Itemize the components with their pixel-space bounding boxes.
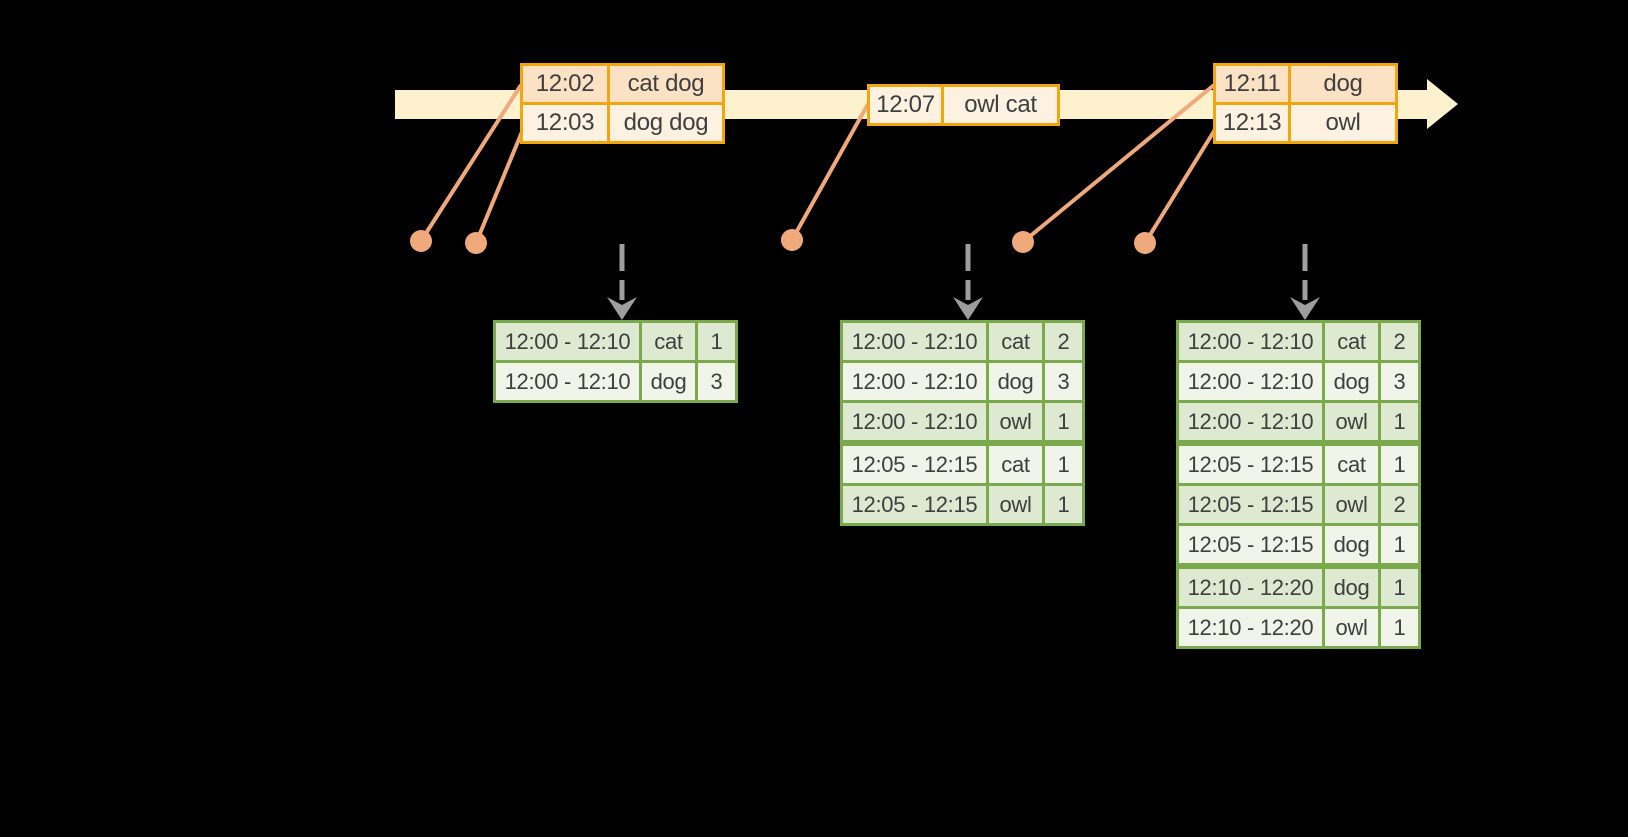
count-cell: 1 [1042, 440, 1085, 486]
event-words-cell: dog dog [607, 102, 725, 144]
result-row: 12:00 - 12:10 owl 1 [840, 400, 1085, 445]
window-cell: 12:05 - 12:15 [1176, 440, 1325, 486]
result-row: 12:10 - 12:20 dog 1 [1176, 563, 1421, 609]
window-cell: 12:00 - 12:10 [493, 360, 642, 403]
result-table-1: 12:00 - 12:10 cat 1 12:00 - 12:10 dog 3 [493, 320, 738, 403]
count-cell: 2 [1378, 483, 1421, 526]
result-row: 12:00 - 12:10 dog 3 [493, 360, 738, 403]
event-time-cell: 12:07 [867, 84, 944, 126]
window-cell: 12:05 - 12:15 [840, 483, 989, 526]
event-dot [465, 232, 487, 254]
result-row: 12:05 - 12:15 cat 1 [840, 440, 1085, 486]
result-row: 12:05 - 12:15 cat 1 [1176, 440, 1421, 486]
event-dots [410, 229, 1156, 254]
window-cell: 12:10 - 12:20 [1176, 606, 1325, 649]
word-cell: dog [1322, 523, 1381, 568]
result-row: 12:00 - 12:10 cat 2 [1176, 320, 1421, 363]
event-time-cell: 12:13 [1213, 102, 1291, 144]
word-cell: dog [986, 360, 1045, 403]
count-cell: 1 [1378, 563, 1421, 609]
timeline-arrowhead-icon [1427, 79, 1458, 129]
event-row: 12:03 dog dog [520, 102, 725, 144]
event-row: 12:13 owl [1213, 102, 1398, 144]
word-cell: dog [1322, 563, 1381, 609]
count-cell: 1 [1042, 483, 1085, 526]
event-words-cell: owl [1288, 102, 1398, 144]
event-table-2: 12:07 owl cat [867, 84, 1060, 126]
event-words-cell: dog [1288, 63, 1398, 105]
event-time-cell: 12:02 [520, 63, 610, 105]
count-cell: 3 [695, 360, 738, 403]
window-cell: 12:05 - 12:15 [1176, 483, 1325, 526]
count-cell: 1 [1042, 400, 1085, 445]
word-cell: cat [1322, 440, 1381, 486]
result-row: 12:00 - 12:10 cat 2 [840, 320, 1085, 363]
window-cell: 12:00 - 12:10 [1176, 320, 1325, 363]
word-cell: dog [639, 360, 698, 403]
result-row: 12:05 - 12:15 owl 2 [1176, 483, 1421, 526]
result-table-3: 12:00 - 12:10 cat 2 12:00 - 12:10 dog 3 … [1176, 320, 1421, 649]
result-row: 12:05 - 12:15 owl 1 [840, 483, 1085, 526]
window-cell: 12:00 - 12:10 [1176, 360, 1325, 403]
result-row: 12:10 - 12:20 owl 1 [1176, 606, 1421, 649]
connector-line [1021, 83, 1216, 244]
result-row: 12:05 - 12:15 dog 1 [1176, 523, 1421, 568]
count-cell: 1 [695, 320, 738, 363]
down-arrowhead-icon [953, 297, 983, 320]
trigger-arrows [619, 244, 1308, 300]
result-row: 12:00 - 12:10 cat 1 [493, 320, 738, 363]
event-row: 12:11 dog [1213, 63, 1398, 105]
word-cell: owl [986, 483, 1045, 526]
word-cell: cat [639, 320, 698, 363]
connector-line [474, 126, 526, 244]
event-table-3: 12:11 dog 12:13 owl [1213, 63, 1398, 144]
window-cell: 12:00 - 12:10 [840, 400, 989, 445]
event-words-cell: owl cat [941, 84, 1060, 126]
window-cell: 12:00 - 12:10 [493, 320, 642, 363]
event-table-1: 12:02 cat dog 12:03 dog dog [520, 63, 725, 144]
result-row: 12:00 - 12:10 owl 1 [1176, 400, 1421, 445]
connector-line [419, 83, 523, 243]
word-cell: cat [986, 440, 1045, 486]
event-row: 12:02 cat dog [520, 63, 725, 105]
event-row: 12:07 owl cat [867, 84, 1060, 126]
event-words-cell: cat dog [607, 63, 725, 105]
event-dot [1012, 231, 1034, 253]
count-cell: 1 [1378, 606, 1421, 649]
connector-line [790, 103, 870, 241]
word-cell: owl [1322, 400, 1381, 445]
count-cell: 2 [1042, 320, 1085, 363]
count-cell: 3 [1378, 360, 1421, 403]
connector-lines [419, 83, 1218, 245]
event-dot [410, 230, 432, 252]
word-cell: cat [986, 320, 1045, 363]
down-arrowhead-icon [1290, 297, 1320, 320]
count-cell: 1 [1378, 400, 1421, 445]
down-arrowhead-icon [607, 297, 637, 320]
connector-line [1143, 126, 1218, 245]
event-dot [781, 229, 803, 251]
window-cell: 12:05 - 12:15 [1176, 523, 1325, 568]
count-cell: 2 [1378, 320, 1421, 363]
word-cell: owl [986, 400, 1045, 445]
result-row: 12:00 - 12:10 dog 3 [1176, 360, 1421, 403]
window-cell: 12:05 - 12:15 [840, 440, 989, 486]
word-cell: owl [1322, 606, 1381, 649]
word-cell: owl [1322, 483, 1381, 526]
trigger-arrowheads [607, 297, 1320, 320]
window-cell: 12:00 - 12:10 [840, 360, 989, 403]
event-time-cell: 12:11 [1213, 63, 1291, 105]
count-cell: 1 [1378, 440, 1421, 486]
word-cell: cat [1322, 320, 1381, 363]
count-cell: 1 [1378, 523, 1421, 568]
event-dot [1134, 232, 1156, 254]
word-cell: dog [1322, 360, 1381, 403]
result-row: 12:00 - 12:10 dog 3 [840, 360, 1085, 403]
window-cell: 12:10 - 12:20 [1176, 563, 1325, 609]
result-table-2: 12:00 - 12:10 cat 2 12:00 - 12:10 dog 3 … [840, 320, 1085, 526]
event-time-cell: 12:03 [520, 102, 610, 144]
window-cell: 12:00 - 12:10 [1176, 400, 1325, 445]
window-cell: 12:00 - 12:10 [840, 320, 989, 363]
count-cell: 3 [1042, 360, 1085, 403]
